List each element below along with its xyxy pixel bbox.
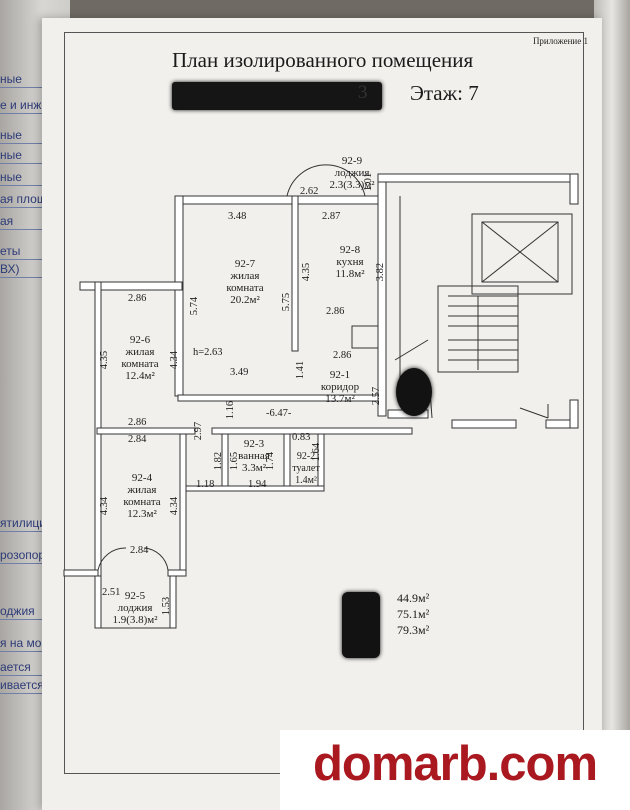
dim-1-82: 1.82: [213, 451, 225, 471]
background-rule-line: [0, 87, 58, 88]
background-fragment: еты: [0, 244, 21, 258]
background-fragment: я на мо: [0, 636, 42, 650]
dim-2-51: 2.51: [102, 587, 121, 598]
background-rule-line: [0, 563, 58, 564]
background-rule-line: [0, 207, 58, 208]
dim-2-84-bottom: 2.84: [130, 545, 149, 556]
dim-1-74: 1.74: [265, 451, 277, 471]
background-fragment: ные: [0, 72, 22, 86]
dim-3-49: 3.49: [230, 367, 249, 378]
paper-sheet: [42, 18, 602, 810]
dim-3-82: 3.82: [375, 262, 387, 282]
background-rule-line: [0, 185, 58, 186]
background-rule-line: [0, 531, 58, 532]
appendix-label: Приложение 1: [532, 36, 588, 46]
background-fragment: ные: [0, 170, 22, 184]
background-rule-line: [0, 229, 58, 230]
floor-label: Этаж: 7: [410, 81, 479, 105]
dim-1-41: 1.41: [295, 360, 307, 380]
background-rule-line: [0, 277, 58, 278]
area-living: 44.9м²: [397, 591, 430, 605]
background-fragment: ные: [0, 128, 22, 142]
background-fragment: оджия: [0, 604, 35, 618]
redaction-address: [172, 82, 382, 110]
dim-2-86-kitchen: 2.86: [326, 306, 345, 317]
dim-2-57: 2.57: [371, 386, 383, 406]
redaction-blob-summary: [342, 592, 380, 658]
background-rule-line: [0, 259, 58, 260]
redaction-blob-entrance: [396, 368, 432, 416]
background-rule-line: [0, 651, 58, 652]
loggia-9-arc: [286, 164, 366, 197]
dim-1-53: 1.53: [161, 596, 173, 616]
dim-1-01: 1.01: [363, 172, 375, 192]
dim-5-75: 5.75: [281, 292, 293, 312]
background-fragment: ВХ): [0, 262, 20, 276]
dim-4-35-left: 4.35: [99, 350, 111, 370]
address-tail: 3: [358, 82, 368, 103]
area-total: 75.1м²: [397, 607, 430, 621]
background-fragment: ные: [0, 148, 22, 162]
background-rule-line: [0, 143, 58, 144]
dim-4-35-kitchen: 4.35: [301, 262, 313, 282]
dim-4-34-left: 4.34: [99, 496, 111, 516]
area-total-with-loggias: 79.3м²: [397, 623, 430, 637]
dim-4-34-right: 4.34: [169, 496, 181, 516]
dim-1-64: 1.64: [311, 442, 323, 462]
dim-1-18: 1.18: [196, 479, 215, 490]
dim-1-16: 1.16: [225, 400, 237, 420]
background-rule-line: [0, 619, 58, 620]
dim-5-74: 5.74: [189, 296, 201, 316]
dim-2-86-mid: 2.86: [128, 417, 147, 428]
dim-4-34-room6: 4.34: [169, 350, 181, 370]
dim-2-86-corridor: 2.86: [333, 350, 352, 361]
background-rule-line: [0, 693, 58, 694]
dim-6-47: -6.47-: [266, 408, 292, 419]
background-rule-line: [0, 113, 58, 114]
watermark-banner: domarb.com: [280, 730, 630, 810]
background-rule-line: [0, 163, 58, 164]
document-title: План изолированного помещения: [172, 48, 474, 72]
watermark-text: domarb.com: [312, 737, 598, 791]
dim-2-86-top-left: 2.86: [128, 293, 147, 304]
dim-2-87: 2.87: [322, 211, 341, 222]
background-fragment: ается: [0, 660, 31, 674]
dim-0-83: 0.83: [292, 432, 311, 443]
dim-2-62: 2.62: [300, 186, 319, 197]
background-fragment: ивается: [0, 678, 44, 692]
dim-3-48: 3.48: [228, 211, 247, 222]
dim-1-65: 1.65: [229, 451, 241, 471]
background-fragment: ая: [0, 214, 14, 228]
dim-2-97: 2.97: [193, 421, 205, 441]
dim-1-94: 1.94: [248, 479, 267, 490]
dim-2-84-mid: 2.84: [128, 434, 147, 445]
background-rule-line: [0, 675, 58, 676]
dim-height: h=2.63: [193, 347, 223, 358]
